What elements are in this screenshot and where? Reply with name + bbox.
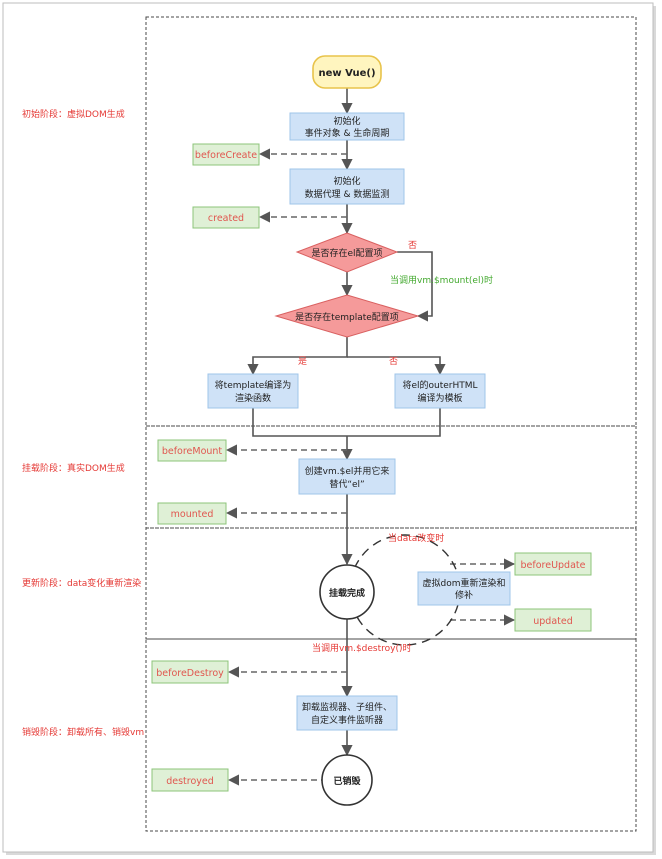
hook-beforemount-box [157, 439, 227, 462]
init2-line1: 初始化 [333, 175, 360, 187]
teardown-line2: 自定义事件监听器 [311, 714, 383, 726]
hook-beforeupdate: beforeUpdate [521, 560, 586, 571]
hook-beforemount: beforeMount [162, 446, 223, 457]
compile-outer-line1: 将el的outerHTML [402, 379, 477, 391]
patch-line1: 虚拟dom重新渲染和 [423, 577, 506, 589]
compile-template-line2: 渲染函数 [235, 392, 271, 404]
compile-outer-line2: 编译为模板 [417, 392, 462, 404]
label-call-mount: 当调用vm.$mount(el)时 [390, 274, 493, 286]
hook-updated: updated [533, 616, 573, 627]
label-el-no: 否 [408, 240, 417, 251]
decision-el-diamond [295, 232, 399, 273]
destroyed-circle [321, 754, 373, 806]
init2-box [289, 168, 405, 205]
teardown-line1: 卸载监视器、子组件、 [302, 701, 392, 713]
hook-destroyed: destroyed [166, 776, 214, 787]
hook-beforeupdate-box [514, 552, 592, 576]
patch-box [417, 571, 511, 606]
compile-template-line1: 将template编译为 [215, 379, 292, 391]
hook-beforecreate-box [192, 143, 260, 166]
hook-mounted-box [157, 502, 227, 525]
compile-outer-box [394, 373, 486, 409]
label-data-change: 当data改变时 [388, 532, 444, 544]
mounted-circle [319, 564, 375, 620]
start-label: new Vue() [318, 68, 375, 79]
hook-beforedestroy: beforeDestroy [156, 668, 224, 679]
decision-el-label: 是否存在el配置项 [311, 247, 382, 259]
init2-line2: 数据代理 & 数据监测 [305, 188, 390, 200]
patch-line2: 修补 [455, 589, 473, 601]
label-call-destroy: 当调用vm.$destroy()时 [312, 642, 412, 654]
phase-label-mount: 挂载阶段：真实DOM生成 [22, 462, 125, 474]
create-el-box [298, 458, 396, 495]
hook-destroyed-box [151, 768, 229, 792]
teardown-box [296, 695, 398, 731]
phase-label-update: 更新阶段：data变化重新渲染 [22, 577, 141, 589]
destroy-phase-region [145, 638, 637, 832]
create-el-line1: 创建vm.$el并用它来 [305, 465, 390, 477]
init1-line1: 初始化 [333, 115, 360, 127]
decision-template-diamond [274, 294, 420, 338]
mounted-circle-label: 挂载完成 [329, 587, 365, 599]
hook-beforedestroy-box [151, 660, 229, 684]
decision-template-label: 是否存在template配置项 [295, 311, 399, 323]
create-el-line2: 替代“el” [329, 478, 364, 490]
flow-template-no [347, 356, 446, 376]
hook-beforecreate: beforeCreate [195, 150, 257, 161]
destroyed-circle-label: 已销毁 [333, 775, 361, 787]
phase-label-destroy: 销毁阶段：卸载所有、销毁vm [22, 726, 144, 738]
init1-line2: 事件对象 & 生命周期 [305, 127, 390, 139]
hook-mounted: mounted [171, 509, 214, 520]
start-node [312, 55, 382, 89]
flow-template-yes [247, 336, 348, 376]
label-template-yes: 是 [298, 356, 307, 367]
hook-created: created [208, 213, 244, 224]
flow-el-no-branch [397, 251, 433, 322]
label-template-no: 否 [389, 356, 398, 367]
init-phase-region [145, 16, 637, 427]
hook-created-box [192, 206, 260, 229]
init1-box [289, 112, 405, 141]
phase-label-init: 初始阶段：虚拟DOM生成 [22, 108, 125, 120]
compile-template-box [207, 373, 299, 409]
hook-updated-box [514, 608, 592, 632]
